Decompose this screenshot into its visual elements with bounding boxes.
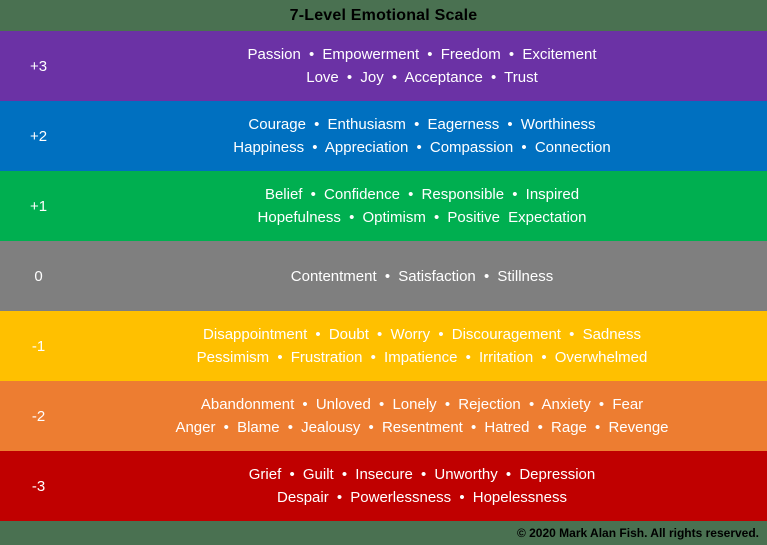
level-band: +3 Passion • Empowerment • Freedom • Exc… (0, 31, 767, 101)
level-words-line: Despair • Powerlessness • Hopelessness (277, 489, 567, 506)
level-label: +1 (29, 197, 48, 215)
level-band: -3 Grief • Guilt • Insecure • Unworthy •… (0, 451, 767, 521)
footer-strip: © 2020 Mark Alan Fish. All rights reserv… (0, 521, 767, 545)
level-band: 0 Contentment • Satisfaction • Stillness (0, 241, 767, 311)
level-words: Contentment • Satisfaction • Stillness (77, 241, 767, 311)
level-words-line: Contentment • Satisfaction • Stillness (290, 267, 554, 285)
level-bands: +3 Passion • Empowerment • Freedom • Exc… (0, 31, 767, 521)
level-band: +2 Courage • Enthusiasm • Eagerness • Wo… (0, 101, 767, 171)
level-label: +3 (29, 57, 48, 75)
level-words-line: Passion • Empowerment • Freedom • Excite… (247, 46, 597, 63)
level-words-line: Disappointment • Doubt • Worry • Discour… (203, 326, 641, 343)
level-words-line: Hopefulness • Optimism • Positive Expect… (257, 209, 587, 226)
level-words: Belief • Confidence • Responsible • Insp… (77, 171, 767, 241)
level-label: 0 (34, 267, 43, 285)
level-words: Disappointment • Doubt • Worry • Discour… (77, 311, 767, 381)
level-label: +2 (29, 127, 48, 145)
level-words-line: Grief • Guilt • Insecure • Unworthy • De… (248, 466, 596, 483)
level-words-line: Abandonment • Unloved • Lonely • Rejecti… (200, 396, 644, 413)
level-band: -1 Disappointment • Doubt • Worry • Disc… (0, 311, 767, 381)
title-strip: 7-Level Emotional Scale (0, 0, 767, 31)
level-words-line: Pessimism • Frustration • Impatience • I… (196, 349, 648, 366)
level-label: -1 (31, 337, 46, 355)
level-words-line: Belief • Confidence • Responsible • Insp… (264, 186, 580, 203)
level-words-line: Happiness • Appreciation • Compassion • … (233, 139, 611, 156)
level-band: -2 Abandonment • Unloved • Lonely • Reje… (0, 381, 767, 451)
level-label: -3 (31, 477, 46, 495)
copyright-text: © 2020 Mark Alan Fish. All rights reserv… (516, 526, 759, 540)
level-words: Abandonment • Unloved • Lonely • Rejecti… (77, 381, 767, 451)
page-title: 7-Level Emotional Scale (289, 6, 478, 24)
level-label: -2 (31, 407, 46, 425)
level-words-line: Love • Joy • Acceptance • Trust (306, 69, 538, 86)
level-words-line: Anger • Blame • Jealousy • Resentment • … (175, 419, 669, 436)
level-words: Courage • Enthusiasm • Eagerness • Worth… (77, 101, 767, 171)
level-words: Passion • Empowerment • Freedom • Excite… (77, 31, 767, 101)
level-words: Grief • Guilt • Insecure • Unworthy • De… (77, 451, 767, 521)
level-band: +1 Belief • Confidence • Responsible • I… (0, 171, 767, 241)
level-words-line: Courage • Enthusiasm • Eagerness • Worth… (248, 116, 596, 133)
